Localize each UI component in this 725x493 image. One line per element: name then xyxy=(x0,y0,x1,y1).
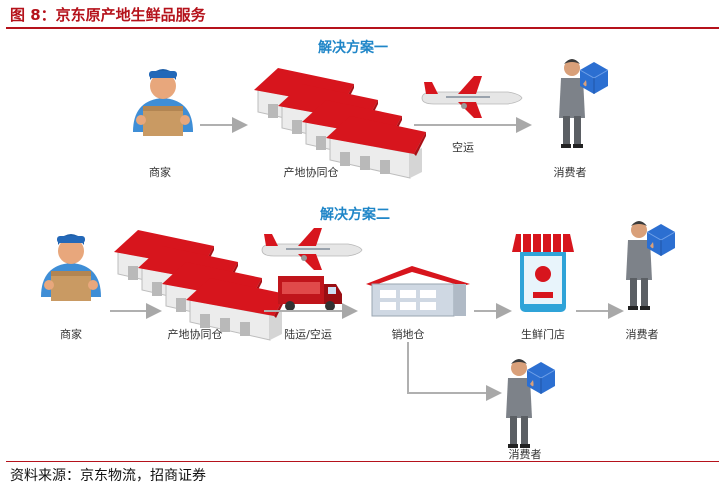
direct-consumer-label: 消费者 xyxy=(508,448,542,461)
scheme-two-transport-label: 陆运/空运 xyxy=(284,328,332,341)
scheme-one-warehouse-illustration xyxy=(253,67,427,179)
title-rule xyxy=(6,27,719,29)
scheme-two-plane-illustration xyxy=(261,227,363,271)
scheme-two-consumer-illustration xyxy=(625,220,676,311)
scheme-two-warehouse-illustration xyxy=(113,229,287,341)
scheme-two-merchant-label: 商家 xyxy=(60,328,82,341)
footer-rule xyxy=(6,461,719,462)
direct-consumer-illustration xyxy=(505,358,556,449)
scheme-two-merchant-illustration xyxy=(41,234,101,301)
sales-warehouse-illustration xyxy=(366,266,470,317)
scheme-one-warehouse-label: 产地协同仓 xyxy=(283,166,339,179)
fresh-store-illustration xyxy=(512,234,574,312)
scheme-one-title: 解决方案一 xyxy=(318,40,388,56)
scheme-one-transport-label: 空运 xyxy=(452,141,474,154)
truck-illustration xyxy=(278,276,342,311)
source-note: 资料来源：京东物流，招商证券 xyxy=(10,468,206,484)
figure-title: 图 8：京东原产地生鲜品服务 xyxy=(10,6,206,24)
scheme-one-merchant-illustration xyxy=(133,69,193,136)
sales-warehouse-label: 销地仓 xyxy=(391,328,425,341)
scheme-one-consumer-illustration xyxy=(558,58,609,149)
scheme-one-plane-illustration xyxy=(421,75,523,119)
scheme-two-consumer-label: 消费者 xyxy=(625,328,659,341)
scheme-two-branch-arrow xyxy=(407,342,502,401)
scheme-one-consumer-label: 消费者 xyxy=(553,166,587,179)
fresh-store-label: 生鲜门店 xyxy=(521,328,565,341)
scheme-one-merchant-label: 商家 xyxy=(149,166,171,179)
scheme-two-title: 解决方案二 xyxy=(320,207,390,223)
scheme-two-warehouse-label: 产地协同仓 xyxy=(167,328,223,341)
